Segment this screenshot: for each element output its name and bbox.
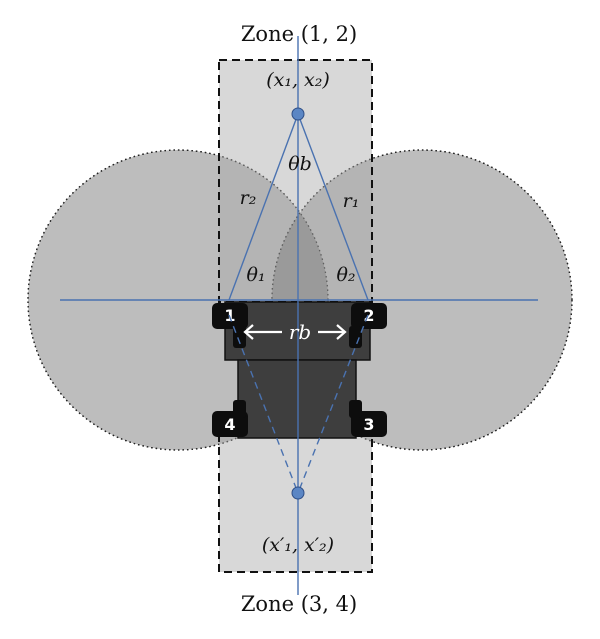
theta-b-label: θb xyxy=(288,153,312,175)
wheel-2: 2 xyxy=(349,303,387,348)
zone-top-rect xyxy=(218,59,373,303)
wheel-2-label: 2 xyxy=(363,306,374,325)
rear-dashed-line-left xyxy=(228,314,299,494)
bottom-point xyxy=(291,486,305,500)
wheel-4: 4 xyxy=(212,400,248,437)
top-point-label: (x₁, x₂) xyxy=(266,69,330,91)
rb-label: rb xyxy=(289,320,311,344)
zone-top-label: Zone (1, 2) xyxy=(241,22,357,46)
r2-line xyxy=(228,113,299,301)
r1-label: r₁ xyxy=(343,190,360,212)
zone-bottom-rect xyxy=(218,435,373,573)
robot-rear-body xyxy=(237,359,357,439)
zone-bottom-label: Zone (3, 4) xyxy=(241,592,357,616)
rear-dashed-line-right xyxy=(297,314,369,494)
wheel-4-label: 4 xyxy=(224,415,235,434)
bottom-point-label: (x′₁, x′₂) xyxy=(262,534,334,556)
theta2-label: θ₂ xyxy=(336,264,355,286)
r1-line xyxy=(297,113,369,301)
r2-label: r₂ xyxy=(240,187,257,209)
right-circle-outline xyxy=(271,149,573,451)
rb-arrow xyxy=(243,324,347,340)
wheel-1-label: 1 xyxy=(224,306,235,325)
wheel-3: 3 xyxy=(349,400,387,437)
theta1-label: θ₁ xyxy=(246,264,265,286)
top-point xyxy=(291,107,305,121)
wheel-3-label: 3 xyxy=(363,415,374,434)
